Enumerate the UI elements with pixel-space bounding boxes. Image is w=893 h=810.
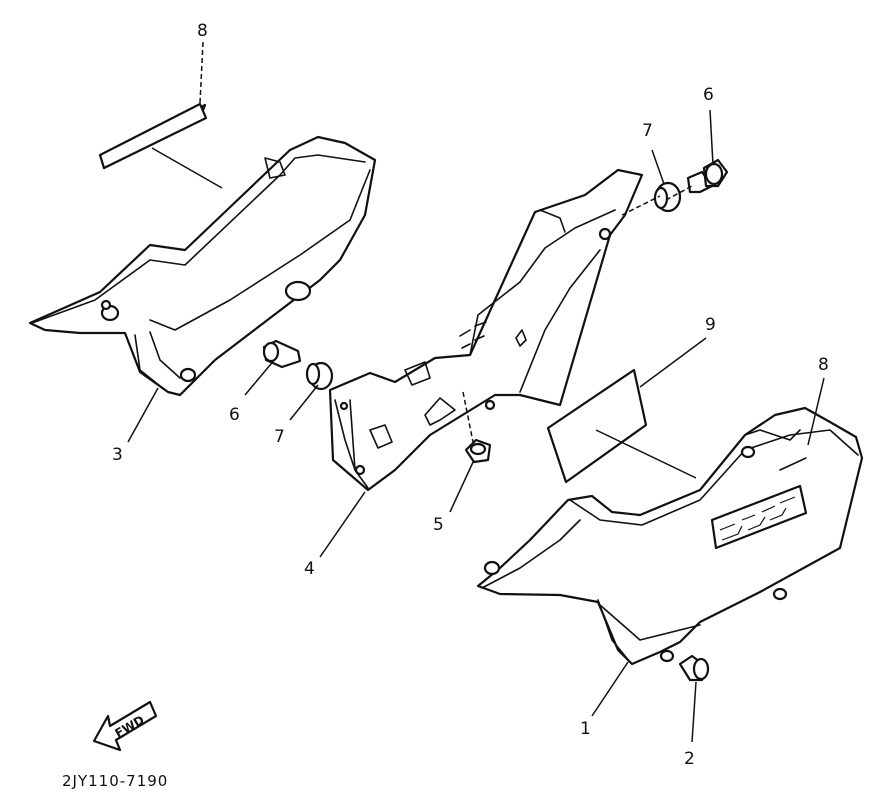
caution-label bbox=[546, 368, 648, 484]
callout-5: 5 bbox=[433, 515, 444, 535]
right-damper bbox=[653, 181, 682, 213]
right-side-cover bbox=[476, 406, 864, 666]
leader-lines bbox=[127, 41, 825, 743]
left-side-cover bbox=[28, 135, 377, 397]
callout-7-left: 7 bbox=[274, 427, 285, 447]
grommet bbox=[464, 438, 492, 464]
callout-4: 4 bbox=[304, 559, 315, 579]
screw bbox=[678, 654, 710, 682]
callout-6-left: 6 bbox=[229, 405, 240, 425]
side-cover-bracket bbox=[328, 168, 644, 492]
callout-1: 1 bbox=[580, 719, 591, 739]
callout-3: 3 bbox=[112, 445, 123, 465]
forward-direction-arrow: FWD bbox=[92, 700, 158, 752]
part-code: 2JY110-7190 bbox=[62, 772, 168, 790]
callout-labels: 8 3 6 7 4 5 7 6 9 8 1 2 bbox=[112, 21, 829, 769]
callout-6-right: 6 bbox=[703, 85, 714, 105]
left-bolt bbox=[262, 339, 302, 369]
callout-8-upper: 8 bbox=[197, 21, 208, 41]
emblem-strip-lower bbox=[779, 457, 807, 471]
callout-9: 9 bbox=[705, 315, 716, 335]
callout-7-right: 7 bbox=[642, 121, 653, 141]
callout-2: 2 bbox=[684, 749, 695, 769]
left-damper bbox=[305, 361, 334, 391]
emblem-strip-upper bbox=[98, 102, 208, 170]
right-bolt bbox=[686, 158, 729, 194]
callout-8-lower: 8 bbox=[818, 355, 829, 375]
